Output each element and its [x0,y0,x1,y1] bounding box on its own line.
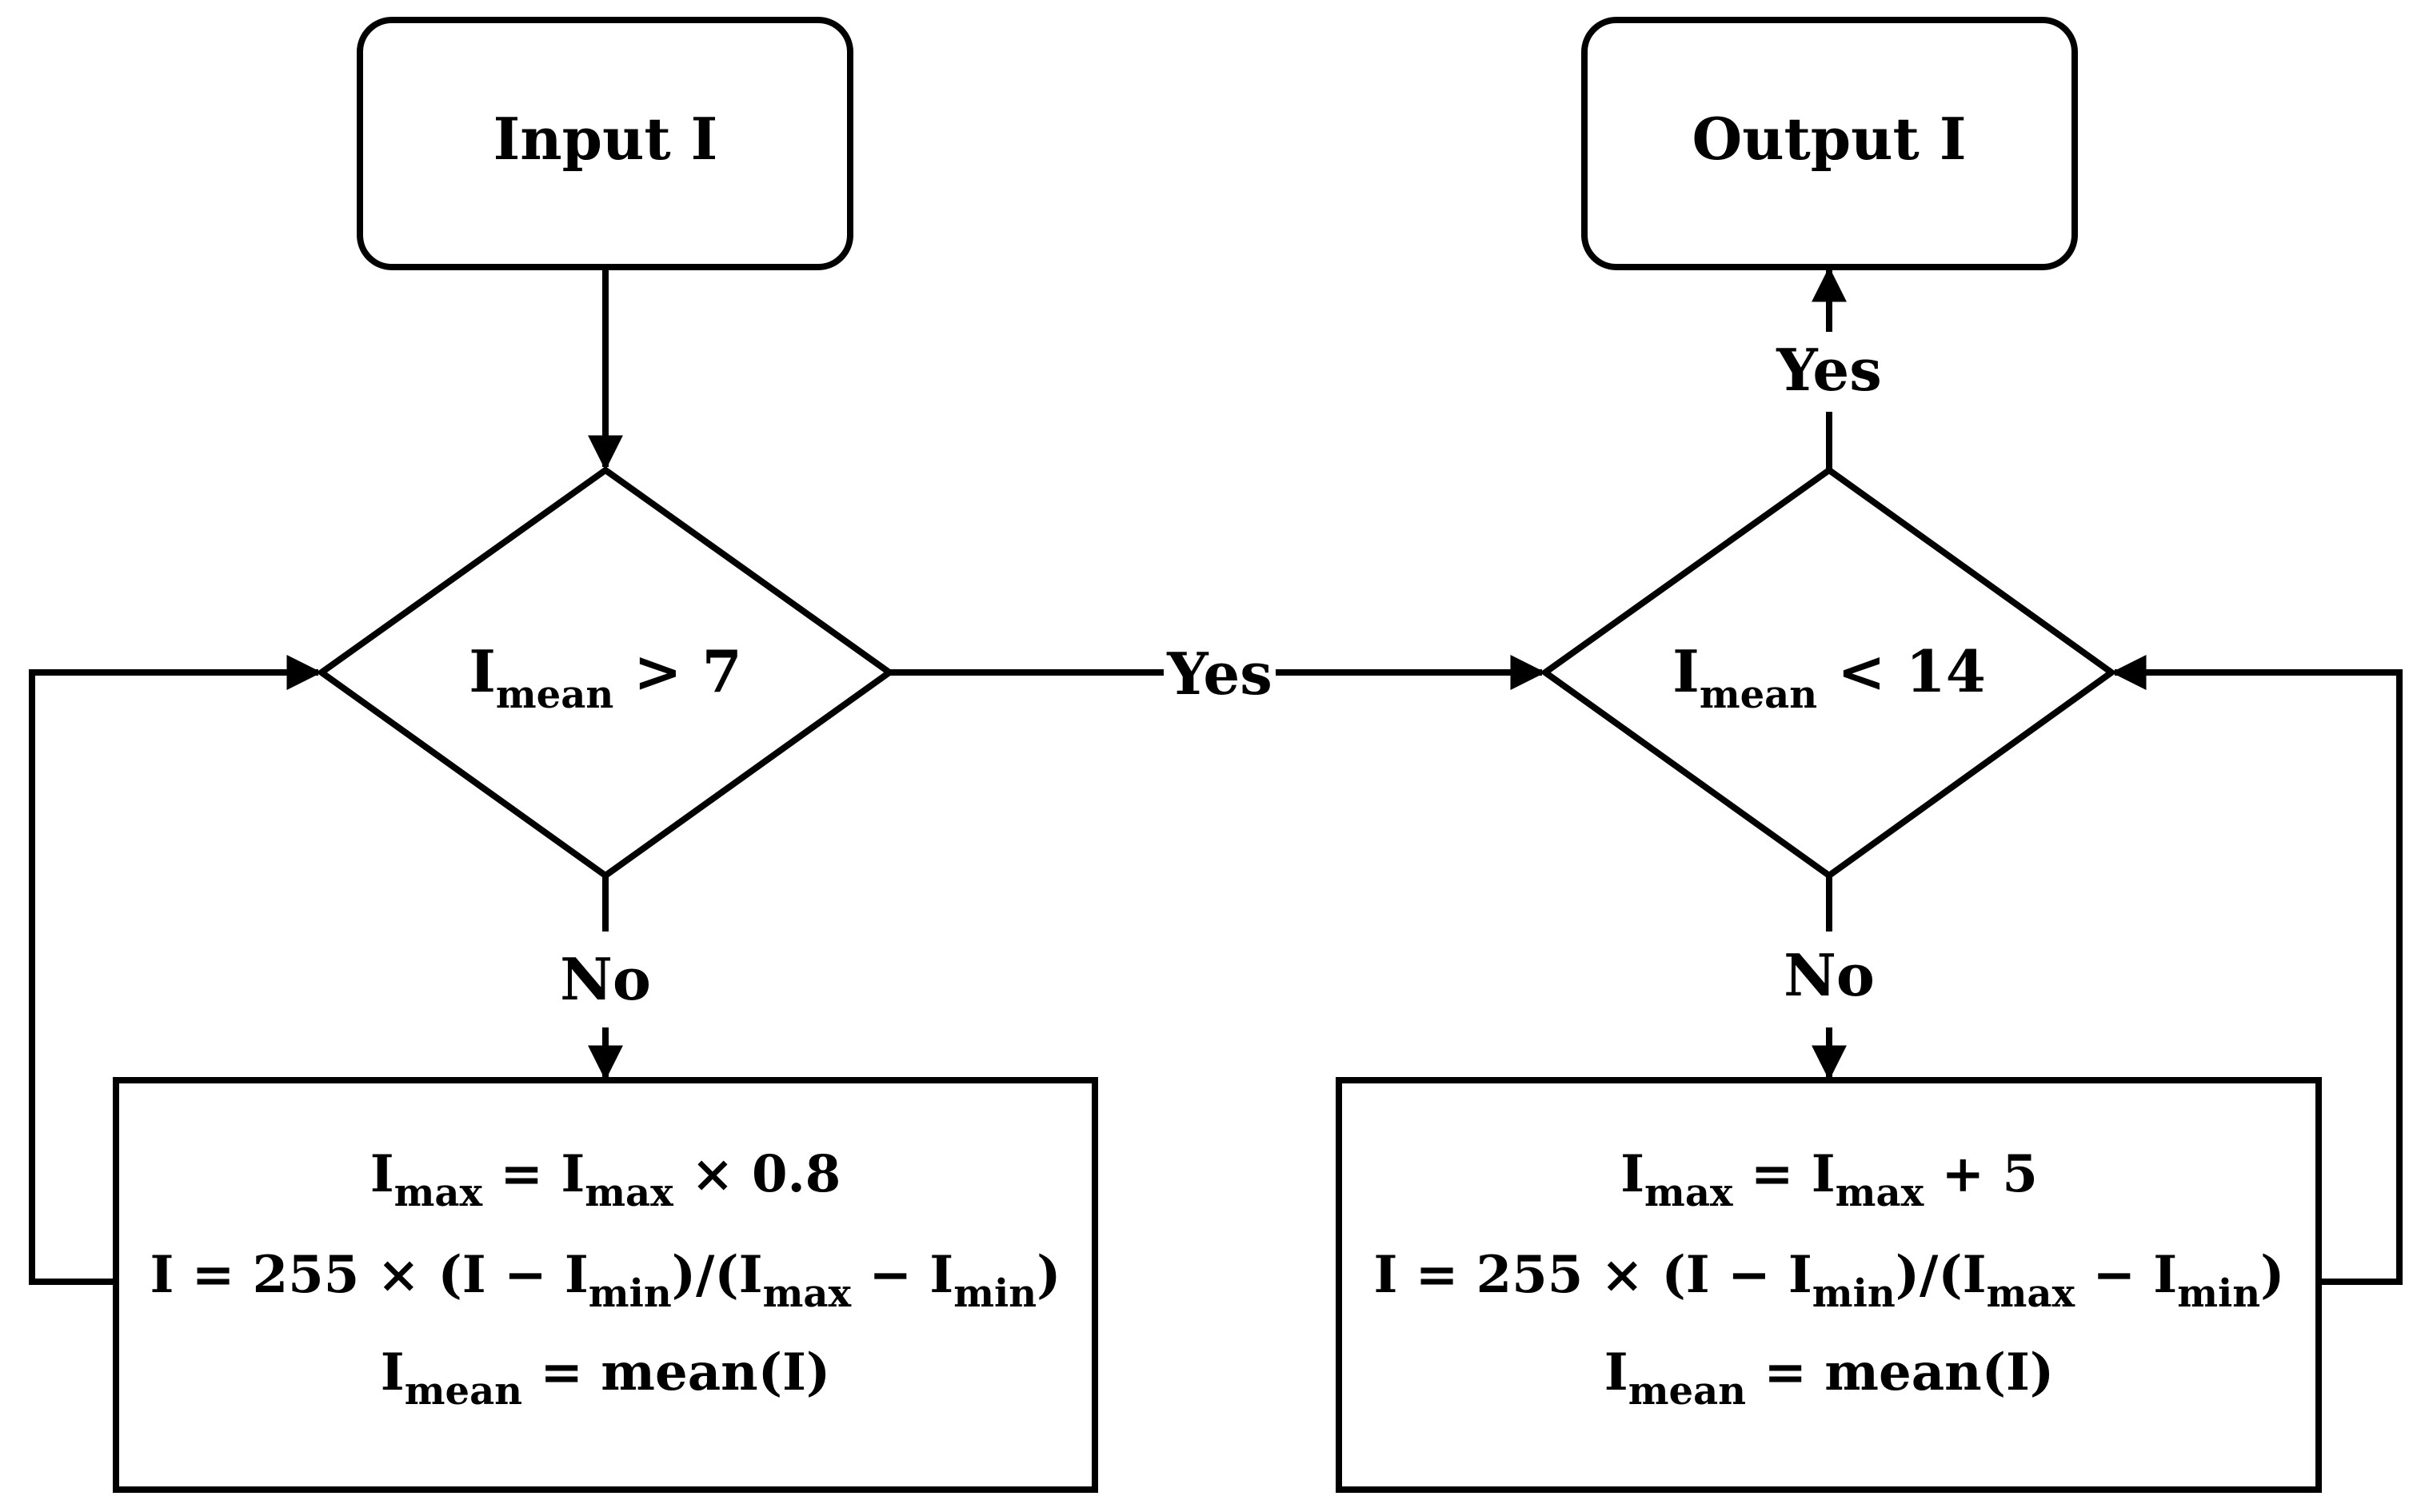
process-box-right [1336,1077,2322,1493]
process-left-line-2: I = 255 × (I − Imin)/(Imax − Imin) [150,1245,1061,1316]
process-right-line-3: Imean = mean(I) [1604,1342,2054,1414]
arrow-left-loop-back [29,655,322,1285]
decision-left-condition: Imean > 7 [469,637,742,717]
edge-label-yes-right: Yes [1776,336,1881,404]
arrow-right-loop-back [2111,655,2403,1285]
input-label: Input I [493,105,718,173]
edge-label-no-left: No [560,945,651,1013]
decision-right-condition: Imean < 14 [1672,637,1986,717]
output-label: Output I [1692,105,1966,173]
process-right-line-2: I = 255 × (I − Imin)/(Imax − Imin) [1374,1245,2285,1316]
process-left-line-3: Imean = mean(I) [381,1342,830,1414]
edge-label-no-right: No [1784,941,1875,1009]
edge-label-yes-left: Yes [1166,640,1272,708]
process-right-line-1: Imax = Imax + 5 [1620,1144,2038,1215]
process-left-line-1: Imax = Imax × 0.8 [370,1144,841,1215]
